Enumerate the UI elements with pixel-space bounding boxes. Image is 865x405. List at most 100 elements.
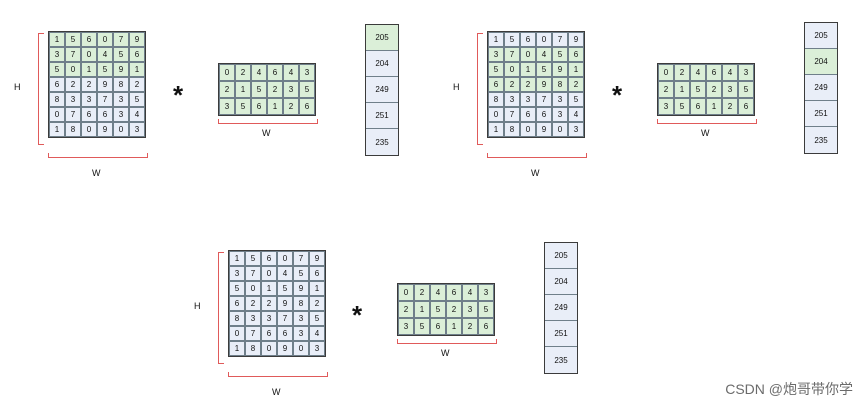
input-cell: 3 — [504, 92, 520, 107]
watermark: CSDN @炮哥带你学 — [725, 381, 853, 397]
input-cell: 3 — [229, 266, 245, 281]
kernel-cell: 6 — [299, 98, 315, 115]
kernel-cell: 6 — [446, 284, 462, 301]
input-cell: 9 — [277, 341, 293, 356]
input-cell: 0 — [504, 62, 520, 77]
kernel-cell: 6 — [690, 98, 706, 115]
step-3-convolution-operator: * — [352, 300, 363, 330]
input-cell: 3 — [113, 107, 129, 122]
input-cell: 9 — [552, 62, 568, 77]
step-2-height-label: H — [453, 82, 460, 92]
step-3-height-label: H — [194, 301, 201, 311]
input-cell: 2 — [309, 296, 325, 311]
kernel-cell: 5 — [235, 98, 251, 115]
input-cell: 3 — [488, 47, 504, 62]
input-cell: 1 — [229, 251, 245, 266]
kernel-cell: 2 — [674, 64, 690, 81]
input-cell: 3 — [261, 311, 277, 326]
step-1-kernel-width-brace — [218, 119, 318, 124]
kernel-cell: 4 — [283, 64, 299, 81]
input-cell: 3 — [245, 311, 261, 326]
step-3-input-width-label: W — [272, 387, 281, 397]
kernel-cell: 3 — [658, 98, 674, 115]
input-cell: 2 — [81, 77, 97, 92]
step-2-height-brace — [477, 33, 483, 145]
input-cell: 5 — [97, 62, 113, 77]
kernel-cell: 2 — [722, 98, 738, 115]
input-cell: 8 — [504, 122, 520, 137]
input-cell: 5 — [552, 47, 568, 62]
input-cell: 6 — [520, 32, 536, 47]
input-cell: 7 — [245, 326, 261, 341]
step-3-height-brace — [218, 252, 224, 364]
input-cell: 5 — [245, 251, 261, 266]
input-cell: 6 — [81, 32, 97, 47]
input-cell: 7 — [552, 32, 568, 47]
kernel-cell: 0 — [658, 64, 674, 81]
kernel-cell: 3 — [738, 64, 754, 81]
input-cell: 8 — [65, 122, 81, 137]
kernel-cell: 3 — [283, 81, 299, 98]
output-cell: 249 — [366, 77, 398, 103]
input-cell: 5 — [568, 92, 584, 107]
input-cell: 8 — [229, 311, 245, 326]
step-1-height-label: H — [14, 82, 21, 92]
input-cell: 2 — [261, 296, 277, 311]
input-cell: 9 — [536, 77, 552, 92]
kernel-cell: 3 — [722, 81, 738, 98]
kernel-cell: 6 — [430, 318, 446, 335]
input-cell: 9 — [309, 251, 325, 266]
kernel-cell: 2 — [658, 81, 674, 98]
input-cell: 1 — [129, 62, 145, 77]
output-cell: 204 — [366, 51, 398, 77]
input-cell: 3 — [129, 122, 145, 137]
output-cell: 235 — [366, 129, 398, 155]
kernel-cell: 5 — [478, 301, 494, 318]
kernel-cell: 3 — [462, 301, 478, 318]
input-cell: 4 — [277, 266, 293, 281]
input-cell: 8 — [113, 77, 129, 92]
input-cell: 5 — [129, 92, 145, 107]
input-cell: 0 — [261, 266, 277, 281]
step-1-input-width-brace — [48, 153, 148, 158]
input-cell: 0 — [113, 122, 129, 137]
input-cell: 3 — [65, 92, 81, 107]
input-cell: 6 — [261, 251, 277, 266]
input-cell: 4 — [568, 107, 584, 122]
input-cell: 4 — [309, 326, 325, 341]
input-cell: 3 — [552, 107, 568, 122]
kernel-cell: 5 — [414, 318, 430, 335]
input-cell: 6 — [536, 107, 552, 122]
input-cell: 0 — [520, 47, 536, 62]
input-cell: 6 — [488, 77, 504, 92]
kernel-cell: 3 — [219, 98, 235, 115]
input-cell: 9 — [568, 32, 584, 47]
input-cell: 5 — [229, 281, 245, 296]
kernel-cell: 2 — [706, 81, 722, 98]
input-cell: 6 — [520, 107, 536, 122]
input-cell: 6 — [277, 326, 293, 341]
step-3-kernel-width-label: W — [441, 348, 450, 358]
input-cell: 8 — [488, 92, 504, 107]
input-cell: 3 — [552, 92, 568, 107]
input-cell: 3 — [568, 122, 584, 137]
input-cell: 4 — [536, 47, 552, 62]
input-cell: 8 — [293, 296, 309, 311]
input-cell: 7 — [65, 107, 81, 122]
input-cell: 5 — [49, 62, 65, 77]
input-cell: 0 — [293, 341, 309, 356]
input-cell: 8 — [245, 341, 261, 356]
input-cell: 9 — [536, 122, 552, 137]
input-cell: 3 — [520, 92, 536, 107]
kernel-cell: 6 — [706, 64, 722, 81]
kernel-cell: 5 — [738, 81, 754, 98]
input-cell: 1 — [568, 62, 584, 77]
input-cell: 5 — [504, 32, 520, 47]
kernel-cell: 2 — [235, 64, 251, 81]
input-cell: 1 — [488, 32, 504, 47]
input-cell: 7 — [65, 47, 81, 62]
